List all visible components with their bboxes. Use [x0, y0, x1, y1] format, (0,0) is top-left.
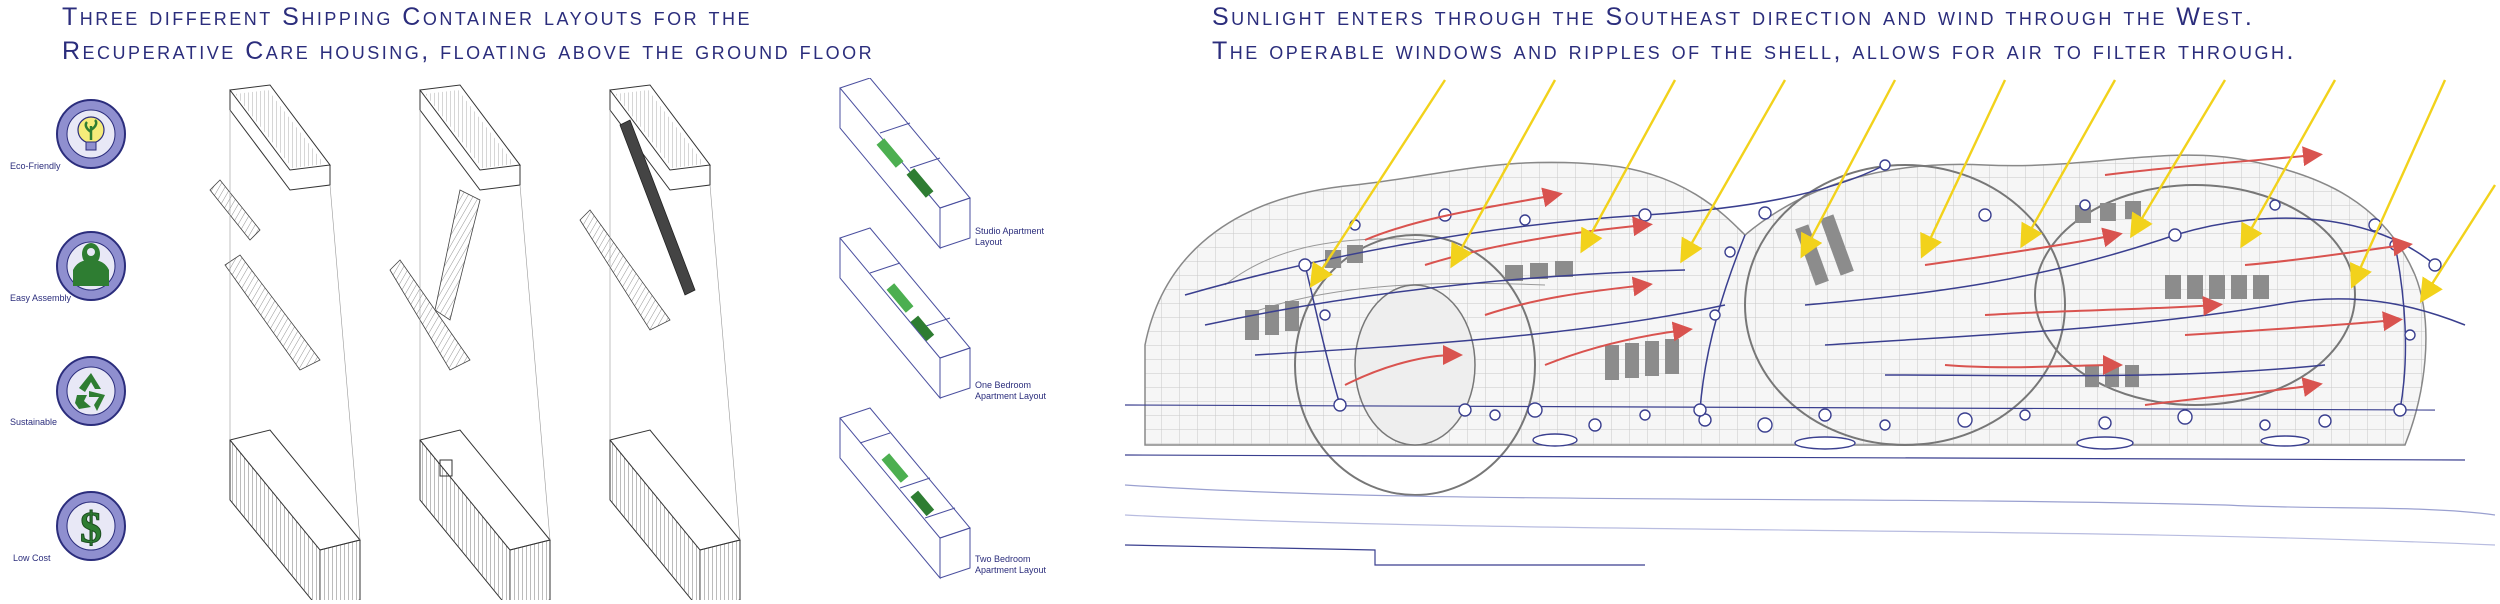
dollar-icon: $ [56, 491, 126, 561]
hand-wrench-icon [56, 231, 126, 301]
badge-label-cost: Low Cost [13, 553, 51, 563]
lightbulb-plant-icon [56, 99, 126, 169]
two-bedroom-layout-drawing [839, 407, 971, 580]
right-title-line2: The operable windows and ripples of the … [1212, 37, 2296, 65]
container-diagram-1 [209, 84, 361, 600]
left-title-line2: Recuperative Care housing, floating abov… [62, 37, 875, 65]
badge-label-sustainable: Sustainable [10, 417, 58, 427]
badge-label-eco: Eco-Friendly [10, 161, 61, 171]
recycle-icon [56, 356, 126, 426]
badge-label-assembly: Easy Assembly [10, 293, 72, 303]
left-title-line1: Three different Shipping Container layou… [62, 3, 753, 31]
structural-ribs [1184, 164, 2466, 411]
container-diagram-3 [579, 84, 741, 600]
apartment-layouts [839, 78, 971, 580]
one-bedroom-layout-drawing [839, 227, 971, 400]
container-diagram-2 [389, 84, 551, 600]
ground-lines [1125, 404, 2496, 566]
foundation-nodes [1458, 402, 2332, 450]
sun-arrows [1309, 79, 2497, 304]
right-title-line1: Sunlight enters through the Southeast di… [1212, 3, 2255, 31]
svg-text:$: $ [80, 503, 102, 552]
right-title: Sunlight enters through the Southeast di… [1212, 0, 2296, 68]
shell-airflow-diagram [1125, 79, 2497, 566]
shell-body [1144, 154, 2427, 496]
container-exploded-diagrams [209, 84, 741, 600]
studio-layout-drawing [839, 78, 971, 250]
left-title: Three different Shipping Container layou… [62, 0, 874, 68]
